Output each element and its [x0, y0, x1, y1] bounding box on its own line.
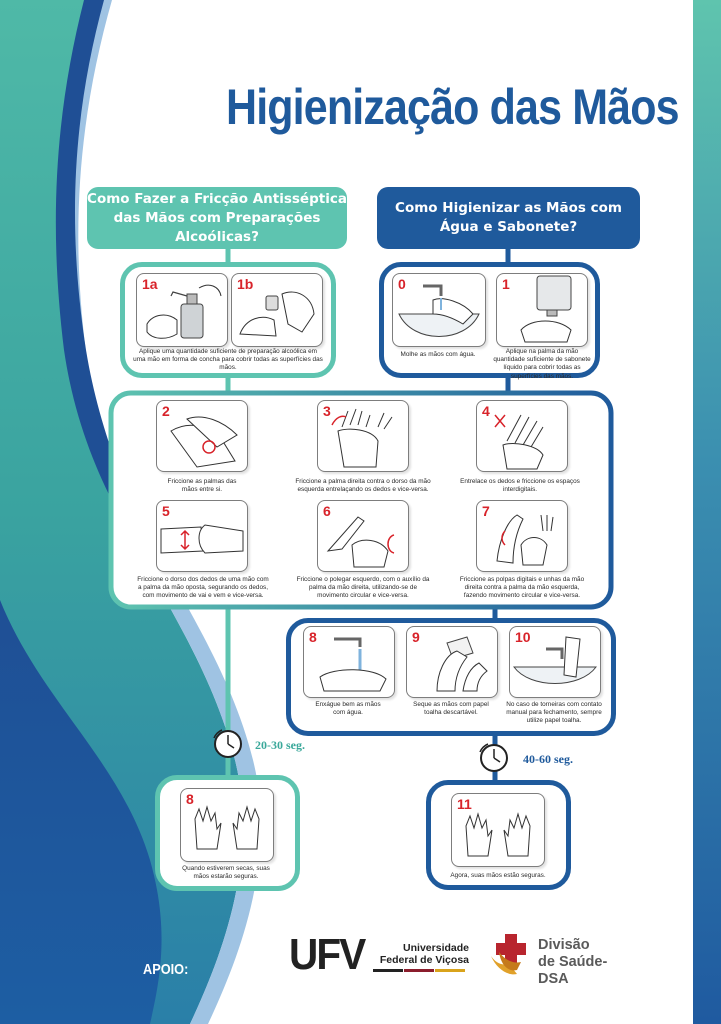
step-number: 8: [186, 791, 194, 807]
step-2-caption: Friccione as palmas das mãos entre si.: [167, 478, 237, 494]
alcohol-duration: 20-30 seg.: [255, 738, 305, 752]
water-final-caption: Agora, suas mãos estão seguras.: [450, 872, 546, 879]
water-step-1-caption: Aplique na palma da mão quantidade sufic…: [493, 348, 591, 380]
step-card-3: 3: [317, 400, 409, 472]
hands-cupped-icon: [239, 291, 315, 337]
step-number: 8: [309, 629, 317, 645]
step-card-8-alcohol: 8: [180, 788, 274, 862]
step-number: 11: [457, 796, 472, 812]
rinse-hands-icon: [319, 637, 387, 692]
step-number: 1a: [142, 276, 158, 292]
step-number: 1: [502, 276, 510, 292]
step-3-caption: Friccione a palma direita contra o dorso…: [295, 478, 431, 494]
step-10-caption: No caso de torneiras com contato manual …: [506, 701, 602, 725]
step-4-caption: Entrelace os dedos e friccione os espaço…: [460, 478, 580, 494]
step-card-0: 0: [392, 273, 486, 347]
fingertips-palm-icon: [496, 514, 554, 566]
step-number: 6: [323, 503, 331, 519]
step-card-5: 5: [156, 500, 248, 572]
step-number: 1b: [237, 276, 254, 292]
step-number: 5: [162, 503, 170, 519]
back-of-hand-icon: [331, 408, 393, 468]
ufv-logo: UFV: [289, 930, 366, 979]
step-number: 7: [482, 503, 490, 519]
step-number: 4: [482, 403, 490, 419]
alcohol-timer-icon: [213, 729, 242, 758]
water-step-0-caption: Molhe as mãos com água.: [400, 351, 476, 358]
water-duration: 40-60 seg.: [523, 752, 573, 766]
step-card-9: 9: [406, 626, 498, 698]
water-method-header: Como Higienizar as Mãos com Água e Sabon…: [377, 187, 640, 249]
step-card-10: 10: [509, 626, 601, 698]
support-label: APOIO:: [143, 961, 189, 978]
step-card-2: 2: [156, 400, 248, 472]
alcohol-final-caption: Quando estiverem secas, suas mãos estarã…: [182, 865, 270, 881]
finger-backs-icon: [160, 524, 244, 554]
step-6-caption: Friccione o polegar esquerdo, com o auxí…: [296, 576, 430, 600]
sanitizer-pump-icon: [146, 284, 222, 339]
step-card-1a: 1a: [136, 273, 228, 347]
page-title: Higienização das Mãos: [226, 79, 680, 135]
close-faucet-icon: [513, 636, 597, 684]
thumb-rotation-icon: [326, 516, 395, 568]
sink-faucet-icon: [398, 284, 480, 337]
dsa-logo-icon: [491, 934, 526, 975]
clean-hands-icon: [194, 805, 260, 850]
ufv-name: Universidade Federal de Viçosa: [379, 942, 469, 966]
step-number: 9: [412, 629, 420, 645]
step-number: 0: [398, 276, 406, 292]
step-number: 10: [515, 629, 531, 645]
step-9-caption: Seque as mãos com papel toalha descartáv…: [413, 701, 489, 717]
palms-rubbing-icon: [170, 416, 238, 468]
step-card-8-water: 8: [303, 626, 395, 698]
step-card-4: 4: [476, 400, 568, 472]
dsa-name: Divisão de Saúde-DSA: [538, 937, 608, 987]
step-card-1b: 1b: [231, 273, 323, 347]
step-5-caption: Friccione o dorso dos dedos de uma mão c…: [137, 576, 269, 600]
soap-dispenser-icon: [520, 275, 572, 343]
interlaced-fingers-icon: [494, 414, 544, 470]
step-card-1: 1: [496, 273, 588, 347]
step-card-11: 11: [451, 793, 545, 867]
step-card-7: 7: [476, 500, 568, 572]
alcohol-step-1-caption: Aplique uma quantidade suficiente de pre…: [133, 348, 323, 372]
ufv-color-bars: [373, 969, 465, 972]
safe-hands-icon: [465, 812, 531, 857]
paper-towel-icon: [436, 636, 488, 692]
step-7-caption: Friccione as polpas digitais e unhas da …: [459, 576, 585, 600]
step-number: 3: [323, 403, 331, 419]
step-8-water-caption: Enxágue bem as mãos com água.: [315, 701, 381, 717]
step-card-6: 6: [317, 500, 409, 572]
step-number: 2: [162, 403, 170, 419]
alcohol-method-header: Como Fazer a Fricção Antisséptica das Mã…: [87, 187, 347, 249]
water-timer-icon: [479, 743, 508, 772]
